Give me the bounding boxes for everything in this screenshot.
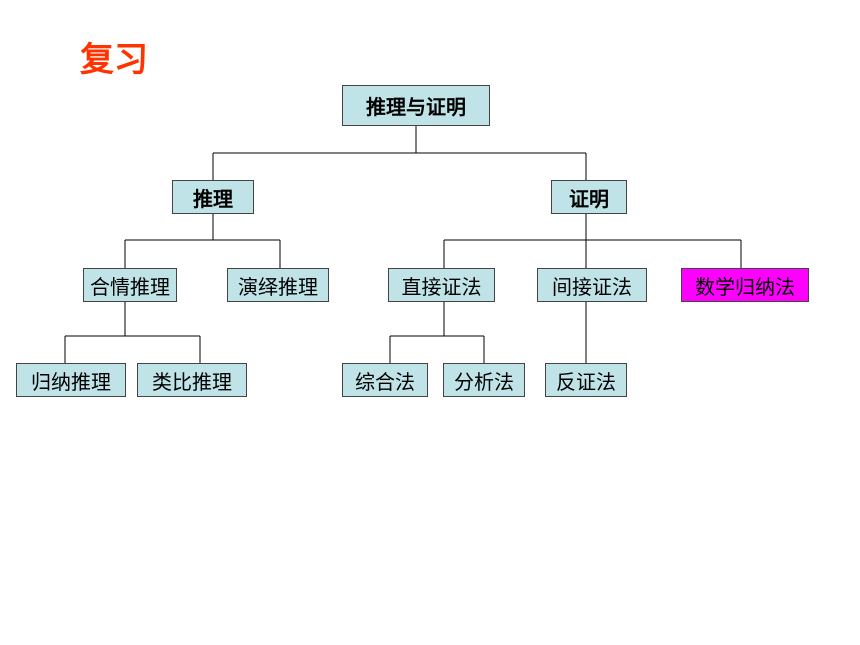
slide-title: 复习 [80,40,148,80]
node-inductive-reasoning: 归纳推理 [16,363,126,397]
node-deductive-reasoning: 演绎推理 [227,268,329,302]
node-direct-proof: 直接证法 [388,268,495,302]
node-root: 推理与证明 [342,85,490,126]
node-analogical-reasoning: 类比推理 [137,363,247,397]
node-synthesis-method: 综合法 [342,363,428,397]
node-plausible-reasoning: 合情推理 [83,268,177,302]
node-reasoning: 推理 [172,180,254,214]
node-math-induction: 数学归纳法 [681,268,809,302]
node-proof: 证明 [551,180,627,214]
node-analysis-method: 分析法 [443,363,525,397]
node-indirect-proof: 间接证法 [537,268,647,302]
node-proof-by-contradiction: 反证法 [545,363,627,397]
